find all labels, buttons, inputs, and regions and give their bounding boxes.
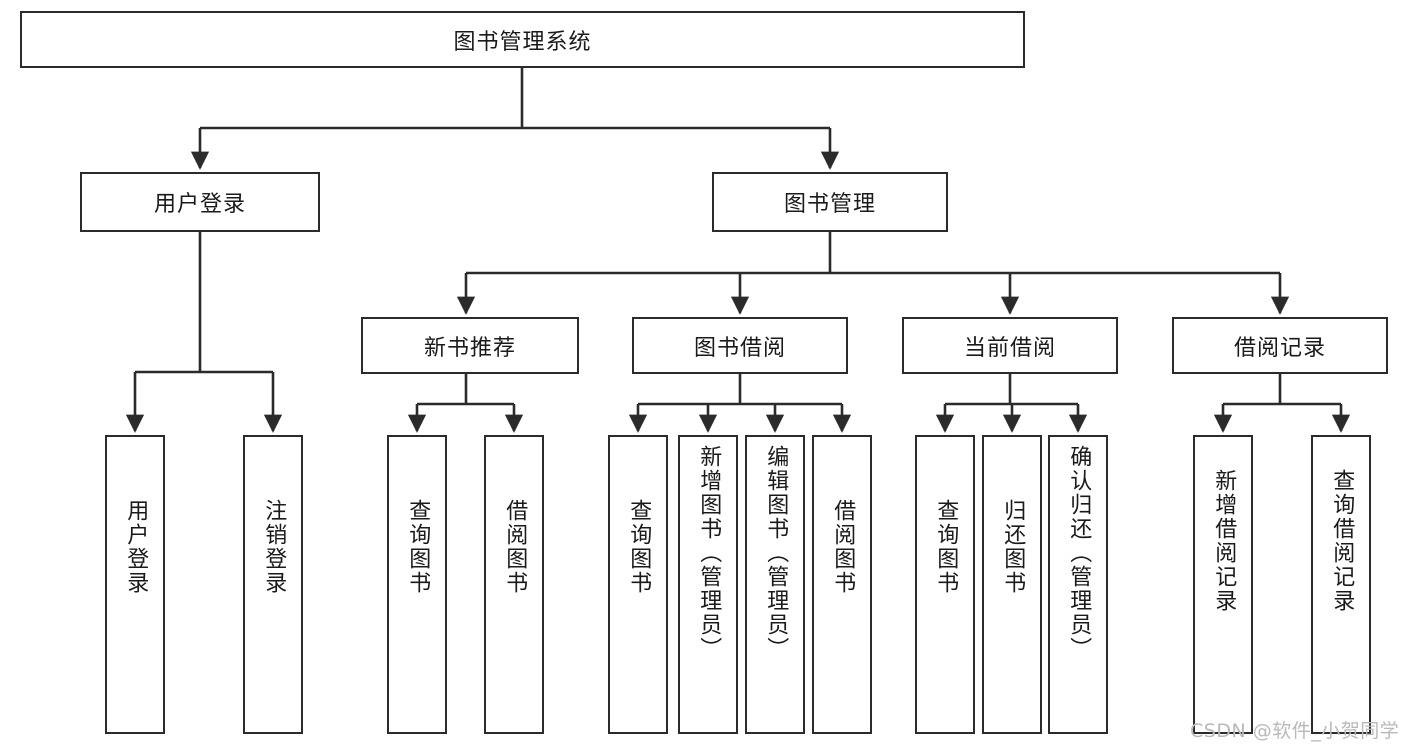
leaf-logout[interactable]: 注销登录 xyxy=(243,435,303,734)
node-book-borrow-label: 图书借阅 xyxy=(693,335,786,361)
node-user-login[interactable]: 用户登录 xyxy=(80,172,320,232)
leaf-borrow-book-borrow-label: 借阅图书 xyxy=(830,499,856,595)
node-book-borrow[interactable]: 图书借阅 xyxy=(632,317,848,374)
leaf-query-book-current-label: 查询图书 xyxy=(933,499,959,595)
csdn-watermark: CSDN @软件_小贺同学 xyxy=(1190,720,1400,742)
node-current-borrow-label: 当前借阅 xyxy=(963,335,1056,361)
leaf-user-login[interactable]: 用户登录 xyxy=(105,435,165,734)
node-book-management-label: 图书管理 xyxy=(783,192,876,217)
node-borrow-record-label: 借阅记录 xyxy=(1233,335,1326,361)
leaf-add-book-admin-label: 新增图书（管理员） xyxy=(696,445,722,661)
leaf-user-login-label: 用户登录 xyxy=(123,499,149,595)
node-new-book-recommend[interactable]: 新书推荐 xyxy=(361,317,579,374)
node-book-management[interactable]: 图书管理 xyxy=(712,172,948,232)
leaf-borrow-book-recommend[interactable]: 借阅图书 xyxy=(484,435,544,734)
node-root[interactable]: 图书管理系统 xyxy=(20,11,1025,68)
leaf-confirm-return-admin[interactable]: 确认归还（管理员） xyxy=(1048,435,1108,734)
leaf-query-book-current[interactable]: 查询图书 xyxy=(915,435,975,734)
leaf-query-book-borrow-label: 查询图书 xyxy=(626,499,652,595)
leaf-query-book-recommend-label: 查询图书 xyxy=(405,499,431,595)
node-new-book-recommend-label: 新书推荐 xyxy=(423,335,516,361)
leaf-edit-book-admin[interactable]: 编辑图书（管理员） xyxy=(745,435,805,734)
leaf-query-borrow-record-label: 查询借阅记录 xyxy=(1329,469,1355,613)
leaf-logout-label: 注销登录 xyxy=(261,499,287,595)
node-current-borrow[interactable]: 当前借阅 xyxy=(902,317,1118,374)
leaf-add-book-admin[interactable]: 新增图书（管理员） xyxy=(678,435,738,734)
node-root-label: 图书管理系统 xyxy=(453,29,592,55)
leaf-query-book-borrow[interactable]: 查询图书 xyxy=(608,435,668,734)
node-user-login-label: 用户登录 xyxy=(153,192,246,217)
leaf-return-book[interactable]: 归还图书 xyxy=(982,435,1042,734)
leaf-add-borrow-record-label: 新增借阅记录 xyxy=(1211,469,1237,613)
leaf-add-borrow-record[interactable]: 新增借阅记录 xyxy=(1193,435,1253,734)
leaf-query-book-recommend[interactable]: 查询图书 xyxy=(387,435,447,734)
node-borrow-record[interactable]: 借阅记录 xyxy=(1172,317,1388,374)
leaf-borrow-book-borrow[interactable]: 借阅图书 xyxy=(812,435,872,734)
leaf-return-book-label: 归还图书 xyxy=(1000,499,1026,595)
leaf-confirm-return-admin-label: 确认归还（管理员） xyxy=(1066,445,1092,661)
leaf-query-borrow-record[interactable]: 查询借阅记录 xyxy=(1311,435,1371,734)
leaf-edit-book-admin-label: 编辑图书（管理员） xyxy=(763,445,789,661)
leaf-borrow-book-recommend-label: 借阅图书 xyxy=(502,499,528,595)
